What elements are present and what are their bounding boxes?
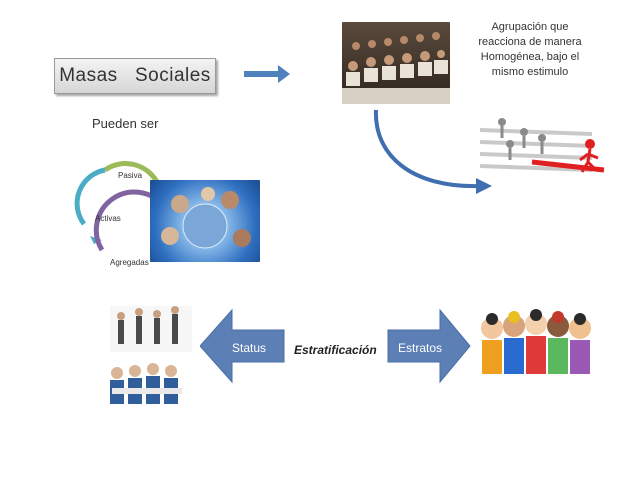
right-arrow xyxy=(387,308,471,384)
cycle-item-activas: Activas xyxy=(95,214,121,223)
left-arrow xyxy=(200,308,285,384)
globe-people-image xyxy=(150,180,260,262)
title-arrow xyxy=(244,65,290,83)
center-label: Estratificación xyxy=(294,343,377,357)
left-arrow-label: Status xyxy=(232,341,267,355)
curved-arrow xyxy=(373,109,492,194)
title-box: Masas Sociales xyxy=(54,58,216,94)
team-photo xyxy=(106,358,188,408)
office-people-image xyxy=(110,306,192,352)
subtitle: Pueden ser xyxy=(92,116,159,131)
crowd-photo xyxy=(342,22,450,104)
title-text: Masas Sociales xyxy=(59,65,211,86)
description-text: Agrupación que reacciona de manera Homog… xyxy=(478,21,582,78)
right-arrow-label: Estratos xyxy=(398,341,443,355)
cycle-item-pasiva: Pasiva xyxy=(118,171,143,180)
cartoon-children-image xyxy=(478,306,604,386)
running-figures-image xyxy=(472,108,610,180)
cycle-item-agregadas: Agregadas xyxy=(110,258,149,267)
